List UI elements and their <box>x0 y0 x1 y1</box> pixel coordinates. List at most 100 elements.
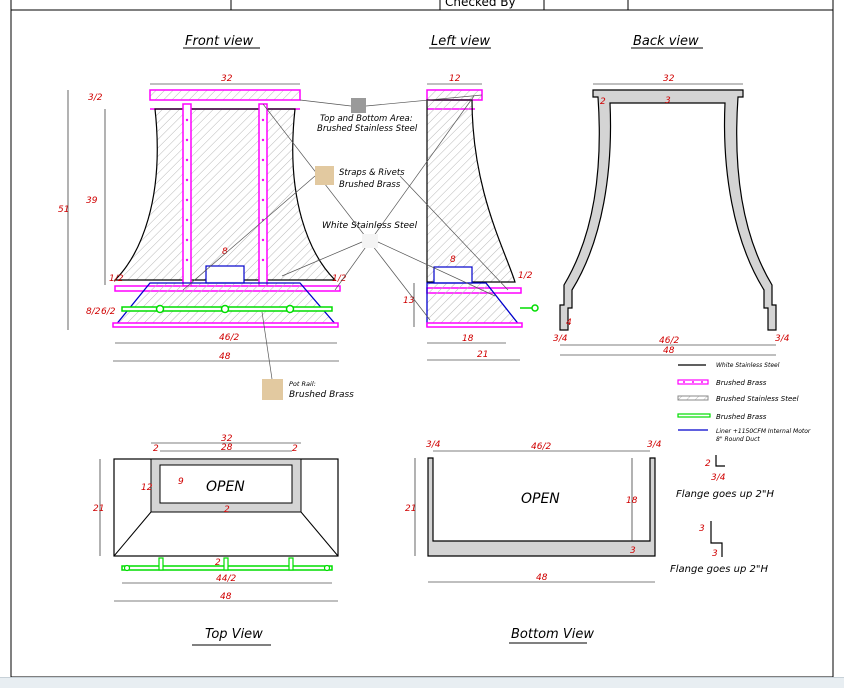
top-dim-48: 48 <box>220 592 232 602</box>
back-view-title: Back view <box>633 34 699 49</box>
legend-duct: 8" Round Duct <box>716 436 760 443</box>
bottom-pan <box>427 457 656 557</box>
front-dim-lower-a: 8/2 <box>86 307 101 317</box>
left-dim-top: 12 <box>449 74 461 84</box>
front-hood-body <box>113 108 337 281</box>
front-dim-half-left: 1/2 <box>109 274 124 284</box>
bottom-open-label: OPEN <box>521 491 560 507</box>
callouts: Top and Bottom Area: Brushed Stainless S… <box>182 94 509 400</box>
back-dim-base-inner: 46/2 <box>659 336 679 346</box>
callout-straps-material: Brushed Brass <box>339 180 401 190</box>
legend-white-ss: White Stainless Steel <box>716 362 780 369</box>
legend-swatch-rail <box>677 413 711 418</box>
top-dim-2-rail: 2 <box>215 558 221 568</box>
bottom-dim-3: 3 <box>630 546 636 556</box>
leader-line <box>281 241 363 277</box>
top-dim-28: 28 <box>221 443 233 453</box>
flange-detail-1 <box>715 455 725 467</box>
bottom-dim-21: 21 <box>405 504 416 514</box>
bottom-dim-quarter-left: 3/4 <box>426 440 441 450</box>
top-edge <box>113 511 152 557</box>
back-dim-quarter-left: 3/4 <box>553 334 568 344</box>
flange-detail-2 <box>710 521 723 557</box>
flange-note-1: Flange goes up 2"H <box>676 489 775 500</box>
back-dim-leg: 4 <box>566 318 572 328</box>
callout-pot-rail-material: Brushed Brass <box>289 390 354 400</box>
flange-dim-3a: 3 <box>699 524 705 534</box>
front-dim-height-main: 39 <box>86 196 98 206</box>
back-view: 32 2 3 4 3/4 3/4 46/2 48 <box>553 74 790 356</box>
top-rail-bracket <box>223 557 229 571</box>
callout-white-stainless: White Stainless Steel <box>322 221 418 231</box>
legend-rivet <box>701 381 703 383</box>
leader-line <box>261 311 273 380</box>
front-liner <box>113 282 339 327</box>
front-dim-top-thick: 3/2 <box>88 93 103 103</box>
left-dim-base-inner: 18 <box>462 334 474 344</box>
left-dim-height: 13 <box>403 296 415 306</box>
front-duct <box>205 265 245 284</box>
top-view: OPEN 32 28 2 2 12 9 2 21 2 44/2 48 <box>93 434 339 602</box>
flange-note-2: Flange goes up 2"H <box>670 564 769 575</box>
left-top-band <box>426 89 483 101</box>
front-dim-duct: 8 <box>222 247 228 257</box>
left-bottom-strap <box>426 322 523 328</box>
callout-pot-rail: Pot Rail: <box>289 380 316 388</box>
leader-line <box>299 99 352 107</box>
top-rail-end <box>323 564 331 572</box>
back-dim-top: 32 <box>663 74 675 84</box>
legend: White Stainless Steel Brushed Brass Brus… <box>677 362 811 443</box>
left-dim-half: 1/2 <box>518 271 533 281</box>
flange-dim-quarter: 3/4 <box>711 473 726 483</box>
legend-rivet <box>692 381 694 383</box>
front-dim-base-inner: 46/2 <box>219 333 239 343</box>
legend-brass-rail: Brushed Brass <box>716 413 767 421</box>
flange-details: 2 3/4 Flange goes up 2"H 3 3 Flange goes… <box>670 455 775 575</box>
front-strap-right <box>258 103 268 287</box>
top-dim-21: 21 <box>93 504 104 514</box>
front-dim-height-total: 51 <box>58 205 69 215</box>
top-edge <box>300 511 339 557</box>
back-dim-corner: 2 <box>600 97 606 107</box>
bottom-view-title: Bottom View <box>511 627 594 642</box>
front-top-band <box>149 89 301 101</box>
left-hood-body <box>426 99 516 283</box>
left-dim-duct: 8 <box>450 255 456 265</box>
front-rivets <box>185 118 265 262</box>
back-profile <box>559 89 777 331</box>
top-dim-2-right: 2 <box>292 444 298 454</box>
leader-line <box>377 241 496 297</box>
top-dim-12: 12 <box>141 483 153 493</box>
top-dim-2-left: 2 <box>153 444 159 454</box>
legend-swatch-hatched <box>677 395 709 401</box>
legend-rivet <box>683 381 685 383</box>
legend-liner: Liner +1150CFM Internal Motor <box>716 428 811 435</box>
back-dim-base: 48 <box>663 346 675 356</box>
swatch-white-stainless <box>362 234 378 248</box>
bottom-dim-quarter-right: 3/4 <box>647 440 662 450</box>
front-dim-base: 48 <box>219 352 231 362</box>
front-bottom-strap <box>112 322 339 328</box>
top-dim-2-mid: 2 <box>224 505 230 515</box>
swatch-straps-brass <box>315 166 334 185</box>
front-rail-bracket <box>285 304 295 314</box>
front-view-title: Front view <box>185 34 254 49</box>
bottom-dim-18: 18 <box>626 496 638 506</box>
top-rail-end <box>123 564 131 572</box>
bottom-view: OPEN 3/4 3/4 46/2 21 18 3 48 <box>405 440 662 583</box>
top-dim-9: 9 <box>178 477 184 487</box>
back-dim-center: 3 <box>665 96 671 106</box>
bottom-dim-48: 48 <box>536 573 548 583</box>
top-rail-bracket <box>288 557 294 571</box>
front-dim-half-right: 1/2 <box>332 274 347 284</box>
leader-line <box>182 175 316 291</box>
flange-dim-3b: 3 <box>712 549 718 559</box>
top-open-label: OPEN <box>206 479 245 495</box>
legend-brushed-ss: Brushed Stainless Steel <box>716 395 799 403</box>
front-view: 32 3/2 39 51 8 1/2 1/2 8/2 6/2 46/2 48 <box>58 74 347 362</box>
front-rail-bracket <box>155 304 165 314</box>
top-dim-44: 44/2 <box>216 574 236 584</box>
back-dim-quarter-right: 3/4 <box>775 334 790 344</box>
callout-top-bottom-material: Brushed Stainless Steel <box>317 124 418 134</box>
